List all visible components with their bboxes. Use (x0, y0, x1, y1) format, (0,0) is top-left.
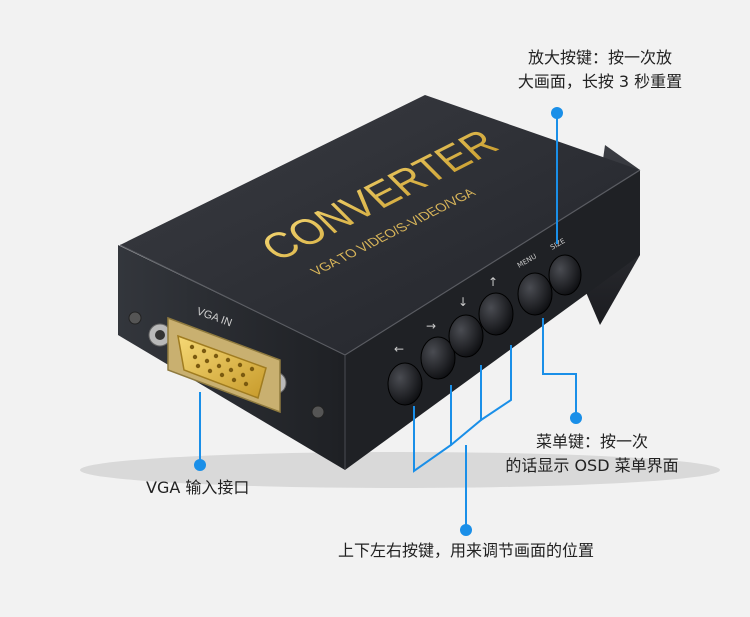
zoom-callout-line1: 放大按键：按一次放 (527, 48, 672, 67)
button-left[interactable] (387, 362, 423, 406)
mark-down-icon: ↓ (458, 295, 468, 309)
mark-up-icon: ↑ (488, 275, 498, 289)
callout-dots (194, 107, 582, 536)
zoom-callout-line2: 大画面，长按 3 秒重置 (517, 72, 683, 91)
menu-callout-line2: 的话显示 OSD 菜单界面 (505, 456, 679, 475)
screw-hole-icon (155, 330, 165, 340)
case-screw-icon (311, 405, 325, 419)
zoom-callout: 放大按键：按一次放 大画面，长按 3 秒重置 (490, 46, 710, 94)
button-down[interactable] (448, 314, 484, 358)
vga-callout: VGA 输入接口 (146, 478, 250, 497)
menu-callout: 菜单键：按一次 的话显示 OSD 菜单界面 (482, 430, 702, 478)
callout-lines (199, 113, 577, 528)
button-right[interactable] (420, 336, 456, 380)
menu-callout-line1: 菜单键：按一次 (535, 432, 648, 451)
mark-right-icon: → (426, 319, 436, 333)
vga-in-port[interactable]: VGA IN (148, 306, 287, 414)
button-menu[interactable] (517, 272, 553, 316)
button-up[interactable] (478, 292, 514, 336)
direction-callout: 上下左右按键，用来调节画面的位置 (337, 541, 594, 560)
case-screw-icon (128, 311, 142, 325)
device-top-face (120, 95, 640, 355)
button-size[interactable] (548, 254, 582, 296)
mark-left-icon: ← (394, 342, 404, 356)
device-shadow (80, 452, 720, 488)
